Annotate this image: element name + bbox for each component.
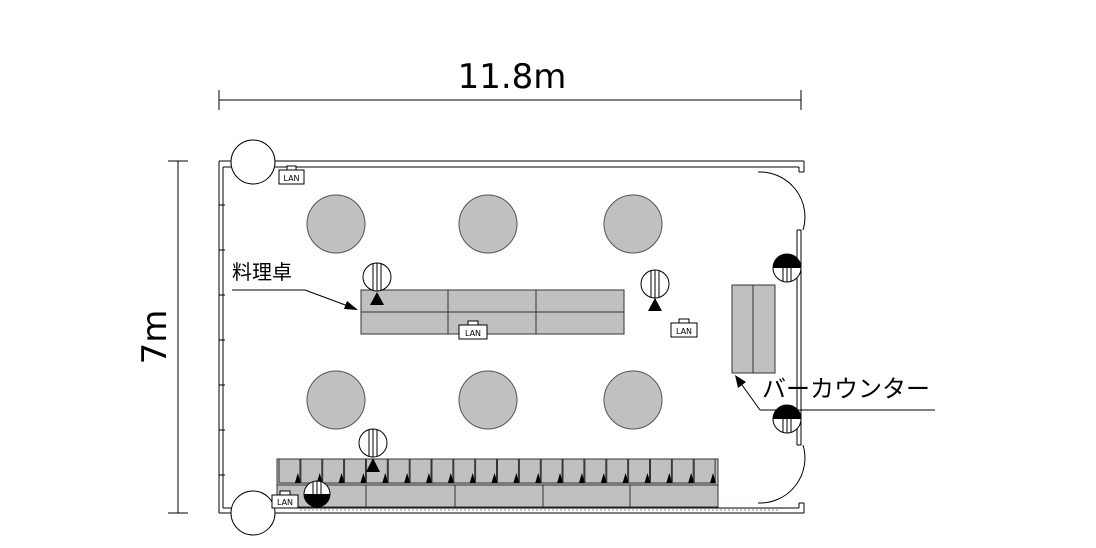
chair-marker-icon <box>425 473 432 483</box>
triangle-marker-icon <box>366 458 380 472</box>
chair <box>497 458 519 484</box>
round-table <box>458 370 518 430</box>
height-label: 7m <box>135 310 175 365</box>
chair-marker-icon <box>294 473 301 483</box>
buffet-counter <box>276 458 778 511</box>
chair-marker-icon <box>469 473 476 483</box>
chair <box>475 458 498 484</box>
cooking-table <box>360 289 625 335</box>
height-dimension: 7m <box>135 160 188 514</box>
bar-counter-label: バーカウンター <box>762 375 930 403</box>
chair-marker-icon <box>622 473 629 483</box>
chair-marker-icon <box>447 473 454 483</box>
arrow-head-icon <box>735 375 746 388</box>
lan-outlet: LAN <box>458 320 488 340</box>
corner-column-top-left <box>230 139 276 185</box>
left-wall-marks <box>219 204 225 476</box>
mic-stand <box>640 269 670 311</box>
chair <box>584 458 607 484</box>
speaker-icon <box>303 480 331 508</box>
chair-marker-icon <box>404 473 411 483</box>
chair-marker-icon <box>382 473 389 483</box>
mic-stand <box>362 262 392 305</box>
speaker-icon <box>772 404 802 434</box>
lan-outlet: LAN <box>670 318 698 338</box>
chair <box>518 458 541 484</box>
cooking-table-label: 料理卓 <box>232 260 292 284</box>
chair-marker-icon <box>578 473 585 483</box>
chair <box>540 458 563 484</box>
lan-outlet: LAN <box>278 165 305 185</box>
lan-label: LAN <box>277 498 293 507</box>
door-bottom-right <box>757 444 806 504</box>
width-dimension: 11.8m <box>218 57 802 110</box>
chair <box>606 458 629 484</box>
chair <box>671 458 694 484</box>
round-table <box>603 194 663 254</box>
mic-stand <box>358 428 388 472</box>
chair-marker-icon <box>535 473 542 483</box>
round-table <box>306 194 366 254</box>
chair <box>322 458 345 484</box>
chair <box>453 458 476 484</box>
lan-label: LAN <box>465 329 481 338</box>
lan-label: LAN <box>676 327 692 336</box>
corner-column-bottom-left <box>230 490 276 536</box>
chair <box>278 458 301 484</box>
chair-marker-icon <box>600 473 607 483</box>
chair-marker-icon <box>710 473 716 483</box>
chair-marker-icon <box>644 473 651 483</box>
triangle-marker-icon <box>370 292 384 305</box>
lan-outlet: LAN <box>271 490 299 509</box>
cooking-table-callout: 料理卓 <box>232 260 358 310</box>
arrow-head-icon <box>344 301 358 310</box>
chair <box>650 458 672 484</box>
chair <box>431 458 454 484</box>
chair-marker-icon <box>491 473 498 483</box>
chair-marker-icon <box>338 473 345 483</box>
chair <box>562 458 585 484</box>
chair-marker-icon <box>688 473 695 483</box>
chair-marker-icon <box>513 473 520 483</box>
chair-marker-icon <box>557 473 564 483</box>
bar-counter-callout: バーカウンター <box>735 375 935 411</box>
round-table <box>603 370 663 430</box>
chair-marker-icon <box>316 473 323 483</box>
chair <box>693 458 716 484</box>
lan-label: LAN <box>283 174 299 183</box>
speaker-icon <box>772 253 802 283</box>
chair <box>628 458 650 484</box>
bar-counter <box>731 284 776 374</box>
chair <box>409 458 432 484</box>
chair-marker-icon <box>360 473 367 483</box>
door-top-right <box>757 171 806 231</box>
width-label: 11.8m <box>458 57 567 97</box>
chair-row <box>278 458 716 484</box>
chair-marker-icon <box>666 473 673 483</box>
round-table <box>306 370 366 430</box>
round-table <box>458 194 518 254</box>
round-tables <box>306 194 663 430</box>
triangle-marker-icon <box>648 298 662 311</box>
chair <box>387 458 410 484</box>
chair <box>344 458 367 484</box>
